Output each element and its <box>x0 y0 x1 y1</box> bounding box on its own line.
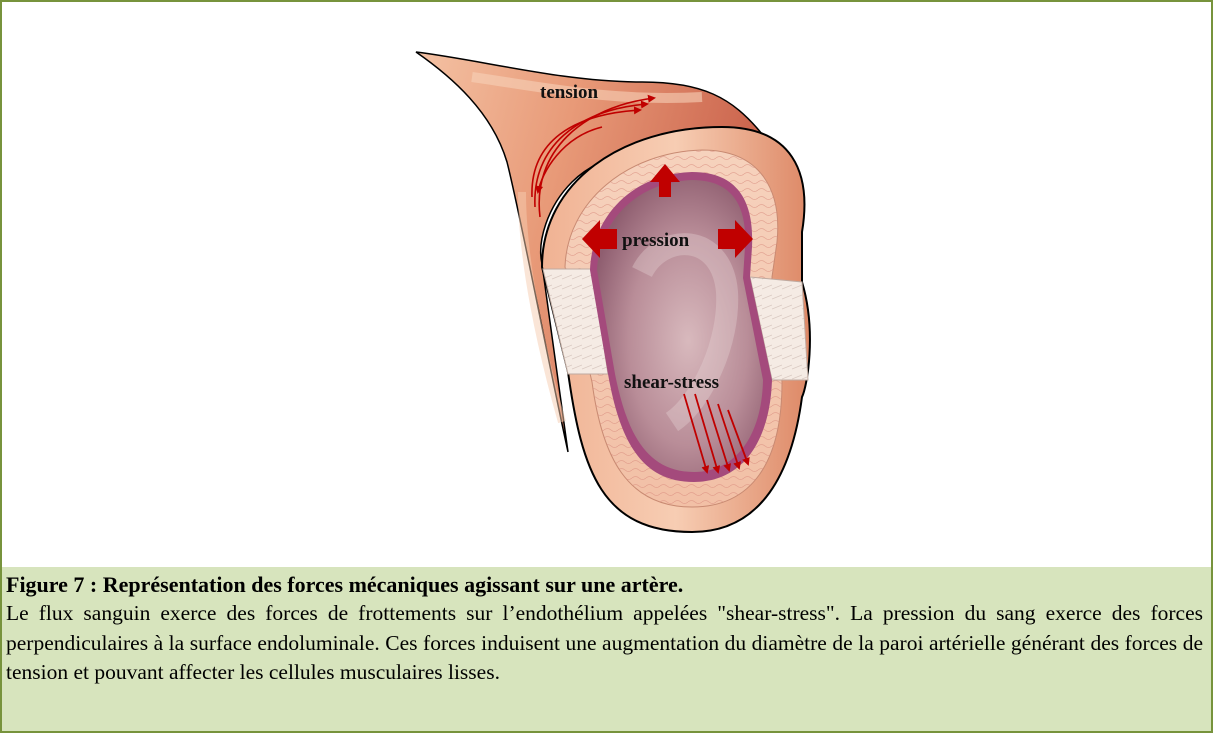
caption-title: Figure 7 : Représentation des forces méc… <box>6 571 1203 599</box>
artery-diagram: tension pression shear-stress <box>2 2 1211 567</box>
caption-text: Le flux sanguin exerce des forces de fro… <box>6 599 1203 688</box>
pressure-label: pression <box>622 230 690 251</box>
figure-caption: Figure 7 : Représentation des forces méc… <box>2 567 1211 731</box>
tension-label: tension <box>540 82 599 103</box>
shear-stress-label: shear-stress <box>624 372 719 393</box>
